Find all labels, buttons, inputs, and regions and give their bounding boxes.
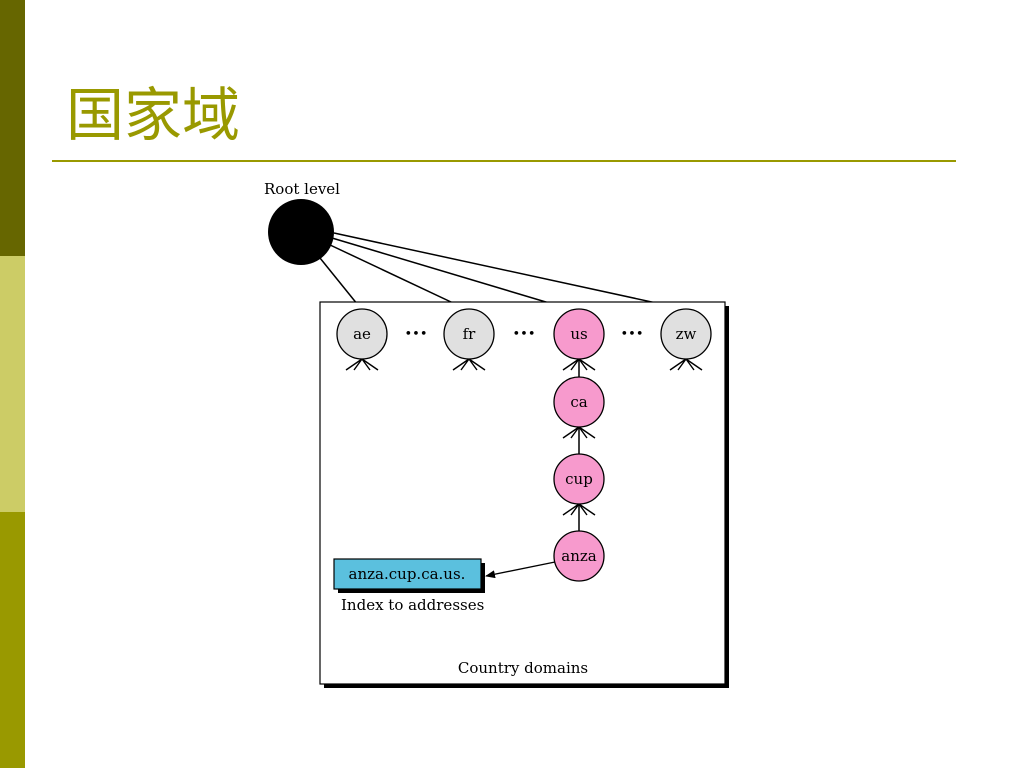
sidebar-segment-top [0, 0, 25, 256]
tld-node-label: zw [676, 325, 697, 343]
title-divider [52, 160, 956, 162]
ellipsis-1: ••• [404, 327, 427, 342]
ellipsis-3: ••• [620, 327, 643, 342]
root-link-ae [319, 257, 363, 311]
chain-node-anza: anza [553, 530, 605, 582]
root-link-us [331, 237, 577, 312]
tld-node-zw: zw [660, 308, 712, 360]
chain-node-label: anza [561, 547, 597, 565]
root-level-label: Root level [264, 180, 340, 198]
tld-node-label: ae [353, 325, 371, 343]
tld-node-fr: fr [443, 308, 495, 360]
chain-node-ca: ca [553, 376, 605, 428]
country-domains-caption: Country domains [458, 659, 588, 677]
chain-node-label: ca [570, 393, 587, 411]
index-box-label: anza.cup.ca.us. [349, 565, 466, 583]
tld-node-ae: ae [336, 308, 388, 360]
chain-node-label: cup [565, 470, 593, 488]
chain-node-cup: cup [553, 453, 605, 505]
index-box [333, 558, 482, 590]
sidebar-decoration [0, 0, 25, 768]
index-caption: Index to addresses [341, 596, 484, 614]
tld-node-label: fr [463, 325, 477, 343]
child-branches [345, 358, 703, 516]
sidebar-segment-middle [0, 256, 25, 512]
tld-node-us: us [553, 308, 605, 360]
tld-node-label: us [570, 325, 587, 343]
root-link-fr [327, 243, 469, 311]
slide-title: 国家域 [66, 81, 241, 149]
country-domains-box [319, 301, 726, 685]
ellipsis-2: ••• [512, 327, 535, 342]
sidebar-segment-bottom [0, 512, 25, 768]
index-arrow [485, 561, 556, 579]
root-node [268, 199, 334, 265]
root-link-zw [333, 232, 685, 310]
